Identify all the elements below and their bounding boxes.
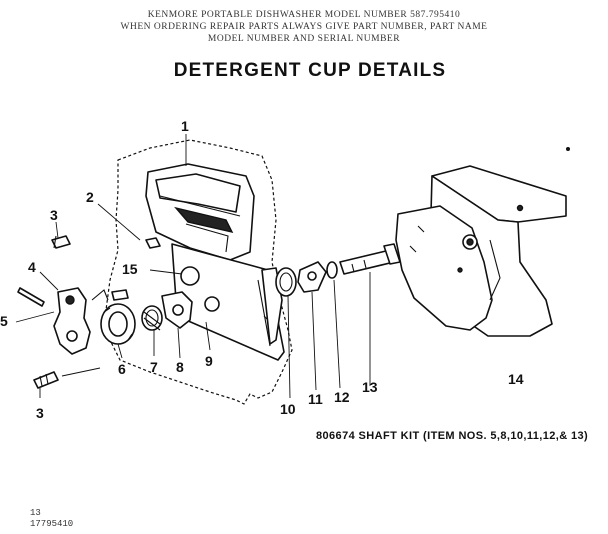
callout-3-lower: 3 — [36, 405, 44, 421]
nut — [145, 237, 161, 249]
callout-1: 1 — [181, 118, 189, 134]
callout-11: 11 — [308, 391, 323, 407]
header-line-3: MODEL NUMBER AND SERIAL NUMBER — [207, 34, 401, 44]
leader-lines — [15, 134, 371, 399]
shaft-kit-note: 806674 SHAFT KIT (ITEM NOS. 5,8,10,11,12… — [316, 430, 589, 442]
header-line-2: WHEN ORDERING REPAIR PARTS ALWAYS GIVE P… — [120, 22, 488, 32]
detergent-cup-housing — [145, 163, 255, 261]
footer-line-2: 17795410 — [30, 519, 74, 529]
callout-15: 15 — [122, 261, 138, 277]
stray-dot — [566, 147, 570, 151]
callout-6: 6 — [118, 361, 126, 377]
callout-4: 4 — [28, 259, 36, 275]
screw-plate — [111, 289, 129, 301]
callout-13: 13 — [362, 379, 378, 395]
detergent-cup-cover — [395, 165, 567, 337]
screw-upper — [51, 235, 71, 249]
callout-10: 10 — [280, 401, 296, 417]
screw-lower — [33, 371, 59, 389]
small-washer — [326, 261, 338, 279]
callout-5: 5 — [0, 313, 8, 329]
lever — [161, 291, 193, 329]
callout-2: 2 — [86, 189, 94, 205]
callout-7: 7 — [150, 359, 158, 375]
door-panel-outline — [105, 139, 293, 405]
callout-3-upper: 3 — [50, 207, 58, 223]
shaft-seal-ring — [275, 267, 297, 297]
header-line-1: KENMORE PORTABLE DISHWASHER MODEL NUMBER… — [147, 10, 461, 20]
cam-ring — [100, 303, 136, 345]
footer-line-1: 13 — [30, 508, 41, 518]
callout-14: 14 — [508, 371, 524, 387]
page-title: DETERGENT CUP DETAILS — [173, 60, 447, 81]
latch-mechanism — [53, 287, 109, 355]
pin — [17, 287, 45, 307]
callout-12: 12 — [334, 389, 350, 405]
spring — [141, 305, 163, 331]
callout-9: 9 — [205, 353, 213, 369]
callout-8: 8 — [176, 359, 184, 375]
cam-washer — [297, 261, 327, 293]
shaft — [339, 243, 401, 275]
